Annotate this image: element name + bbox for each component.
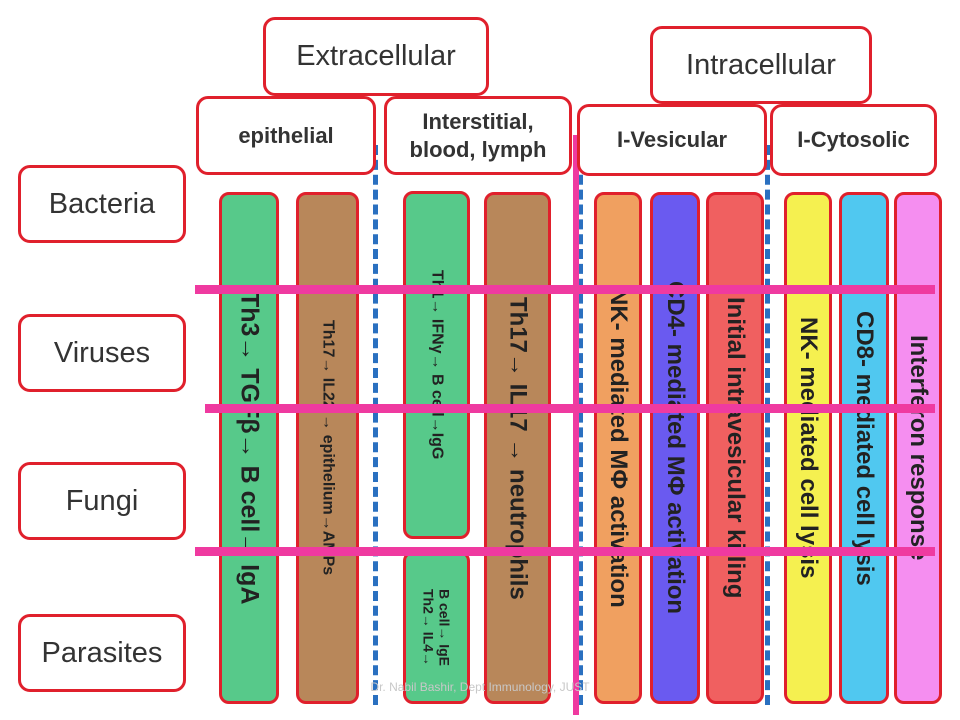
column-cd8-lysis: CD8- mediated cell lysis [839,192,889,704]
column-th2-ige: Th2→ IL4→ B cell→ IgE [403,551,470,704]
header-cytosolic: I-Cytosolic [770,104,937,176]
row-line-viruses [205,404,935,413]
extra-intra-divider [573,135,579,715]
header-extracellular: Extracellular [263,17,489,96]
row-label-bacteria: Bacteria [18,165,186,243]
column-th1-igg: Th1→ IFNγ→ B cell→IgG [403,191,470,539]
header-epithelial-label: epithelial [238,122,334,148]
row-label-viruses: Viruses [18,314,186,392]
row-label-parasites: Parasites [18,614,186,692]
header-intracellular-label: Intracellular [686,48,836,81]
header-vesicular: I-Vesicular [577,104,767,176]
header-interstitial-line1: Interstitial, [422,108,534,134]
header-intracellular: Intracellular [650,26,872,104]
row-label-fungi: Fungi [18,462,186,540]
row-line-bacteria [195,285,935,294]
column-cd4-macrophage: CD4- mediated MΦ activation [650,192,700,704]
header-cytosolic-label: I-Cytosolic [797,127,910,152]
footer-credit: Dr. Nabil Bashir, Dept Immunology, JUST [370,680,590,694]
column-intravesicular-killing: Initial intravesicular killing [706,192,764,704]
header-vesicular-label: I-Vesicular [616,127,728,152]
column-th3-iga: Th3→ TGFβ→ B cell→ IgA [219,192,279,704]
header-epithelial: epithelial [196,96,376,175]
row-line-fungi [195,547,935,556]
header-interstitial: Interstitial, blood, lymph [384,96,572,175]
column-nk-lysis: NK- mediated cell lysis [784,192,832,704]
column-interferon: Interferon response [894,192,942,704]
divider-dashed-3 [765,145,770,705]
header-extracellular-label: Extracellular [296,40,456,72]
column-th17-il17: Th17→ IL17 → neutrophils [484,192,551,704]
header-interstitial-line2: blood, lymph [409,136,547,162]
divider-dashed-1 [373,145,378,705]
divider-dashed-2 [578,145,583,705]
column-nk-macrophage: NK- mediated MΦ activation [594,192,642,704]
column-th17-il22: Th17→ IL22 → epithelium→AMPs [296,192,359,704]
